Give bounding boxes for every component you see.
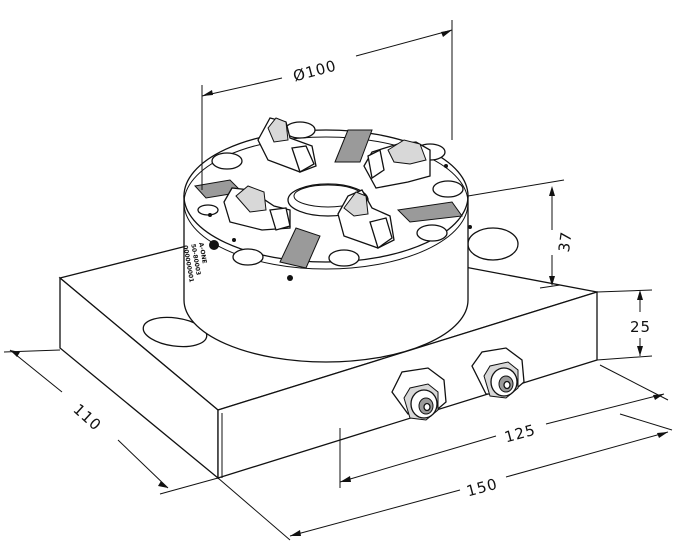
- marking-logo: A-ONE: [197, 242, 208, 264]
- dim-length-label: 150: [465, 475, 500, 501]
- dim-depth-label: 110: [70, 400, 106, 435]
- pocket-5: [416, 224, 448, 242]
- dim-width-label: 125: [503, 421, 538, 447]
- mounting-hole-left: [142, 316, 208, 348]
- jaw-3: [223, 185, 291, 231]
- wedge-1: [334, 129, 373, 163]
- mounting-hole-right: [467, 227, 519, 261]
- pocket-7: [232, 248, 264, 266]
- logo-icon: [209, 240, 219, 250]
- dim-height-top: 37: [467, 179, 576, 289]
- fitting-left: [391, 367, 447, 421]
- wedge-2: [396, 201, 463, 223]
- pocket-1: [211, 152, 243, 170]
- jaw-2: [363, 139, 431, 189]
- jaw-1: [257, 117, 317, 173]
- pocket-8: [197, 204, 219, 216]
- pocket-4: [432, 180, 464, 198]
- wedge-3: [279, 227, 321, 269]
- dim-height-base-label: 25: [630, 318, 651, 336]
- dim-diameter-label: Ø100: [291, 56, 339, 85]
- side-hole: [287, 275, 293, 281]
- jaw-4: [337, 189, 395, 250]
- dim-height-base: 25: [596, 289, 653, 361]
- fitting-right: [471, 347, 525, 399]
- pocket-6: [328, 249, 360, 267]
- dim-height-top-label: 37: [555, 230, 576, 253]
